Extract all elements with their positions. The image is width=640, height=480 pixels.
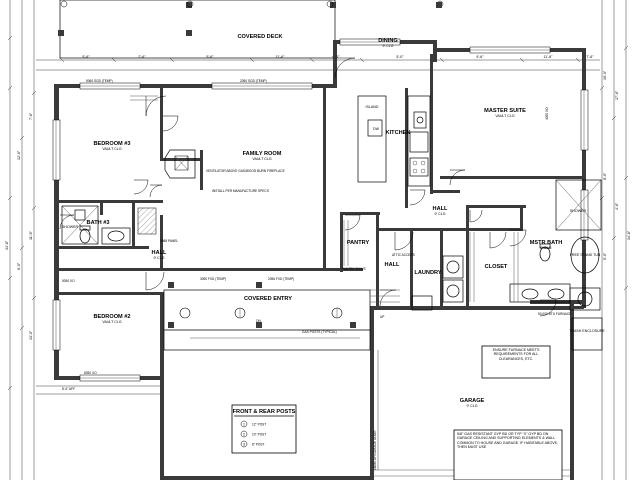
dim-left-4: 11'-6" (29, 230, 33, 240)
dim-right-2: 4'-6" (615, 202, 619, 210)
window-label-3050: 3050 FXD (TEMP) (200, 277, 226, 281)
dim-right-total: 34'-8" (627, 230, 631, 240)
furnace-note: ENSURE FURNACE MEETS REQUIREMENTS FOR AL… (492, 348, 540, 361)
label-dw: DW (373, 127, 380, 131)
note-on: ON (256, 319, 261, 323)
window-label-6050: 6050 XO (84, 371, 97, 375)
dim-top-4: 11'-6" (276, 55, 286, 59)
dim-top-6: 5'-0" (396, 55, 404, 59)
label-family-room: FAMILY ROOM (243, 151, 282, 157)
notes: VENTILATOR ABOVE GAS/WOOD BURN FIREPLACE… (62, 79, 571, 470)
label-covered-entry: COVERED ENTRY (244, 296, 292, 302)
dim-left-1: 12'-0" (17, 150, 21, 160)
label-bedroom-2-sub: VAULT CLG (102, 320, 122, 324)
label-closet: CLOSET (485, 264, 508, 270)
label-bath-3: BATH #3 (87, 220, 110, 226)
covered-entry (163, 282, 400, 351)
legend-item-2: 10" POST (252, 433, 266, 437)
label-shower-bath3: SHOWER (62, 225, 79, 229)
label-trash: TRASH ENCLOSURE (569, 329, 605, 333)
gas-resistant-note: 5/8" GAS RESISTANT GYP BD OR TYP "X" GYP… (457, 432, 559, 450)
note-gas-posts: GAS POSTS (TYPICAL) (302, 330, 337, 334)
note-pantry-shelf: PANTRY SHLVS (342, 267, 366, 271)
door-swings (59, 57, 557, 317)
label-pantry: PANTRY (347, 240, 370, 246)
dim-left-total: 34'-8" (5, 240, 9, 250)
label-hall-center-sub: 9' CLG (434, 212, 445, 216)
room-labels: COVERED DECK DINING 9' CLG MASTER SUITE … (62, 34, 605, 408)
svg-text:1: 1 (243, 423, 245, 427)
svg-text:3: 3 (243, 443, 245, 447)
dim-top-1: 5'-6" (82, 55, 90, 59)
legend-item-1: 12" POST (252, 423, 266, 427)
ceiling-aff: 8'-6" AFF (62, 387, 75, 391)
window-label-2056: 2056 FXD (TEMP) (268, 277, 294, 281)
dim-left-5: 13'-0" (29, 330, 33, 340)
dim-top-3: 5'-6" (206, 55, 214, 59)
label-free-stand-tub: FREE STAND TUB (570, 253, 601, 257)
furnace-note-box (481, 345, 551, 379)
label-hall-center: HALL (433, 206, 448, 212)
label-laundry: LAUNDRY (414, 270, 441, 276)
label-bedroom-2: BEDROOM #2 (94, 314, 131, 320)
label-garage: GARAGE (460, 398, 485, 404)
dim-top-7: 9'-6" (476, 55, 484, 59)
note-attic: ATTIC ACCESS (392, 253, 415, 257)
label-dining-sub: 9' CLG (382, 44, 393, 48)
post-legend-box: FRONT & REAR POSTS 1 12" POST 2 10" POST… (231, 404, 297, 454)
label-bedroom-3-sub: VAULT CLG (102, 147, 122, 151)
label-hall-right: HALL (385, 262, 400, 268)
label-shower-master: SHOWER (570, 209, 587, 213)
svg-text:2: 2 (243, 433, 245, 437)
dim-right-1: 17'-6" (615, 90, 619, 100)
legend-title: FRONT & REAR POSTS (233, 409, 296, 415)
dim-left-2: 6'-0" (17, 262, 21, 270)
label-family-room-sub: VAULT CLG (252, 157, 272, 161)
window-label-4050: 4050 XO (545, 107, 549, 120)
dim-right-4: 8'-0" (603, 172, 607, 180)
deck-posts (58, 0, 444, 36)
dim-left-3: 7'-6" (29, 112, 33, 120)
label-garage-sub: 9' CLG (466, 404, 477, 408)
window-label-5060: 5060 SGD (TEMP) (86, 79, 113, 83)
windows (52, 38, 589, 382)
note-furnace-label: 50,000 BTU FURNACE (538, 312, 571, 316)
outer-dimension-lines (7, 0, 629, 480)
dim-top-8: 11'-8" (544, 55, 554, 59)
label-hall-left: HALL (152, 250, 167, 256)
legend-item-3: 8" POST (252, 443, 265, 447)
window-label-2050: 2050 SGD (TEMP) (240, 79, 267, 83)
dim-right-3: 10'-0" (603, 70, 607, 80)
label-island: ISLAND (366, 105, 379, 109)
label-mstr-bath: MSTR BATH (530, 240, 563, 246)
label-covered-deck: COVERED DECK (237, 34, 282, 40)
label-bedroom-3: BEDROOM #3 (94, 141, 131, 147)
label-hall-left-sub: 9' CLG (153, 256, 164, 260)
note-header: 3068 PANEL (160, 239, 178, 243)
garage-door-label: 16080 OH GARAGE DOOR (373, 430, 377, 470)
note-up: UP (380, 315, 384, 319)
gas-resistant-note-box (453, 429, 563, 480)
dim-top-2: 2'-6" (138, 55, 146, 59)
fixtures (61, 95, 603, 351)
label-master-suite-sub: VAULT CLG (495, 114, 515, 118)
note-fireplace: VENTILATOR ABOVE GAS/WOOD BURN FIREPLACE (206, 169, 285, 173)
label-mstr-bath-sub: 9' CLG (540, 246, 551, 250)
window-label-5050: 5050 XO (62, 279, 75, 283)
label-dining: DINING (378, 38, 398, 44)
label-master-suite: MASTER SUITE (484, 108, 526, 114)
dim-right-5: 5'-0" (603, 252, 607, 260)
dim-top-9: 7'-6" (586, 55, 594, 59)
interior-walls (59, 54, 585, 309)
note-install: INSTALL PER MANUFACTURE SPECS (212, 189, 269, 193)
dimension-labels: 5'-6" 2'-6" 5'-6" 11'-6" 6'-6" 5'-0" 9'-… (5, 55, 631, 340)
label-kitchen: KITCHEN (386, 130, 411, 136)
